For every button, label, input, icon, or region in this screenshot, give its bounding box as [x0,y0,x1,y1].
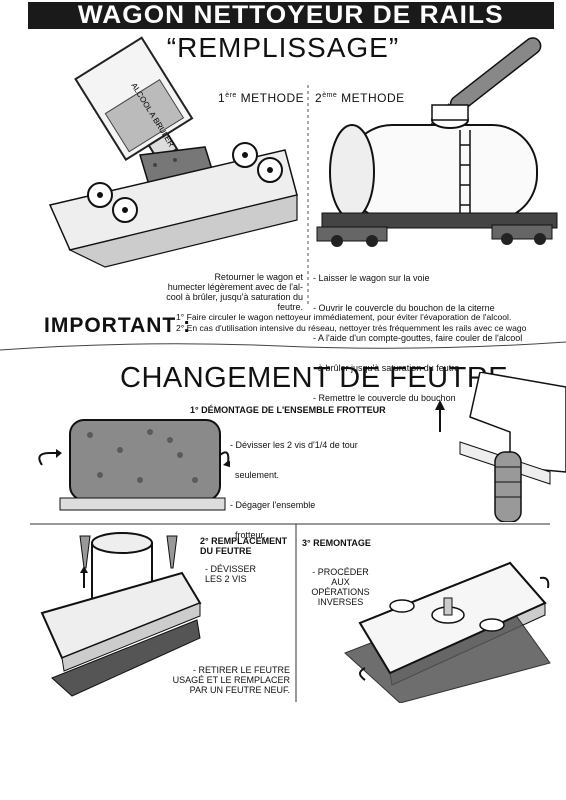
first-method-label: 1ère METHODE [218,91,305,105]
step2-line: USAGÉ ET LE REMPLACER [172,675,290,685]
section-separator [0,341,566,351]
tank-wagon-illustration [316,37,558,247]
step1-line: frotteur. [230,530,266,540]
second-method-line: - Ouvrir le couvercle du bouchon de la c… [313,303,495,313]
step2-line: PAR UN FEUTRE NEUF. [189,685,290,695]
step3-line: OPÉRATIONS [311,587,370,597]
second-method-instructions: - Laisser le wagon sur la voie - Ouvrir … [313,253,563,413]
method-divider [307,85,309,305]
first-method-instructions: Retourner le wagon et humecter légèremen… [140,272,303,312]
step2-title-line: DU FEUTRE [200,546,252,556]
important-note: 1° Faire circuler le wagon nettoyeur imm… [176,312,512,322]
title-banner: WAGON NETTOYEUR DE RAILS [28,1,554,29]
step1-line: seulement. [230,470,280,480]
step3-line: - PROCÉDER AUX [312,567,369,587]
inverted-wagon-illustration: ALCOOL A BRULER [48,36,298,268]
important-label: IMPORTANT : [44,314,192,337]
wagon-detail-illustration [435,372,566,522]
changement-title: CHANGEMENT DE FEUTRE [120,362,509,394]
second-method-line: - Laisser le wagon sur la voie [313,273,430,283]
step2-title-line: 2° REMPLACEMENT [200,536,288,546]
friction-block-illustration [38,419,230,511]
second-method-line: - Remettre le couvercle du bouchon [313,393,456,403]
step2-replace: - RETIRER LE FEUTRE USAGÉ ET LE REMPLACE… [165,665,290,695]
first-method-line: cool à brûler, jusqu'à saturation du feu… [166,292,303,312]
important-notes: 1° Faire circuler le wagon nettoyeur imm… [176,312,566,334]
step1-instructions: - Dévisser les 2 vis d'1/4 de tour seule… [230,420,358,550]
step3-instructions: - PROCÉDER AUX OPÉRATIONS INVERSES [303,567,378,607]
second-method-line: - A l'aide d'un compte-gouttes, faire co… [313,333,523,343]
step3-title: 3° REMONTAGE [302,538,371,548]
step2-line: LES 2 VIS [205,574,247,584]
step3-line: INVERSES [317,597,364,607]
second-method-line: à brûler jusqu'à saturation du feutre [313,363,460,373]
step2-line: - DÉVISSER [205,564,257,574]
first-method-line: humecter légèrement avec de l'al- [167,282,303,292]
step2-unscrew: - DÉVISSER LES 2 VIS [205,564,256,584]
felt-replacement-illustration [40,532,202,697]
important-note: 2° En cas d'utilisation intensive du rés… [176,323,527,333]
reassembly-illustration [344,561,551,703]
page-title: WAGON NETTOYEUR DE RAILS [78,1,504,29]
subtitle: “REMPLISSAGE” [166,32,400,63]
step2-title: 2° REMPLACEMENT DU FEUTRE [200,536,287,556]
first-method-line: Retourner le wagon et [214,272,303,282]
step1-line: - Dévisser les 2 vis d'1/4 de tour [230,440,358,450]
step2-line: - RETIRER LE FEUTRE [192,665,290,675]
step1-title: 1° DÉMONTAGE DE L'ENSEMBLE FROTTEUR [190,405,386,415]
step1-line: - Dégager l'ensemble [230,500,316,510]
steps-divider [30,523,550,702]
second-method-label: 2ème METHODE [315,91,405,105]
